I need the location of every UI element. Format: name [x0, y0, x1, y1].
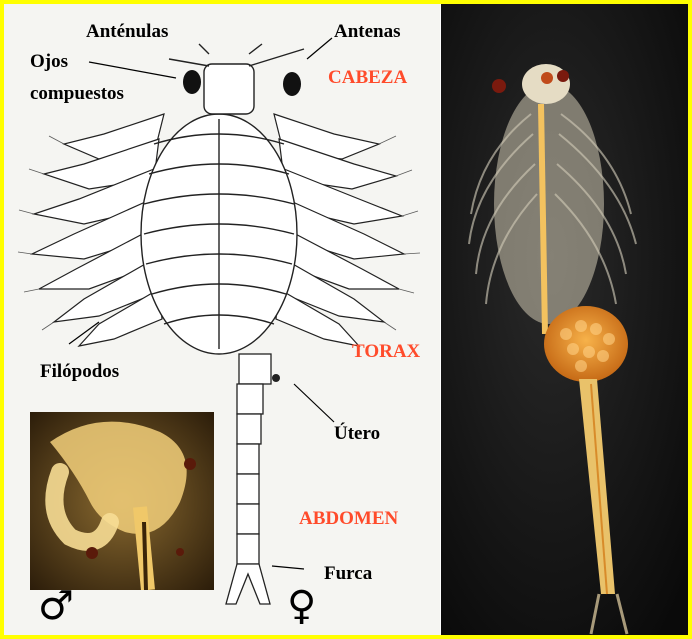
label-abdomen: ABDOMEN [299, 509, 398, 529]
female-eye-left [492, 79, 506, 93]
male-inset-photo [30, 412, 214, 590]
compound-eye-right [283, 72, 301, 96]
male-symbol: ♂ [38, 586, 74, 626]
uterus-mark [272, 374, 280, 382]
male-eye-2 [86, 547, 98, 559]
label-compuestos: compuestos [30, 84, 124, 104]
abdomen [226, 354, 271, 604]
female-symbol: ♀ [287, 586, 316, 626]
label-antenas: Antenas [334, 22, 401, 42]
label-torax: TORAX [352, 342, 420, 362]
male-photo-illustration [30, 412, 214, 590]
label-utero: Útero [334, 424, 380, 444]
label-furca: Furca [324, 564, 372, 584]
egg-sac [544, 306, 628, 382]
male-eye-1 [184, 458, 196, 470]
label-antenulas: Anténulas [86, 22, 168, 42]
female-eye-right [557, 70, 569, 82]
compound-eye-left [183, 70, 201, 94]
label-filopodos: Filópodos [40, 362, 119, 382]
label-cabeza: CABEZA [328, 68, 407, 88]
female-photo-illustration [441, 4, 688, 635]
label-ojos: Ojos [30, 52, 68, 72]
figure-frame: Anténulas Antenas Ojos compuestos CABEZA… [4, 4, 688, 635]
anatomy-drawing-panel: Anténulas Antenas Ojos compuestos CABEZA… [4, 4, 440, 635]
thorax [141, 114, 297, 354]
female-photo [441, 4, 688, 635]
